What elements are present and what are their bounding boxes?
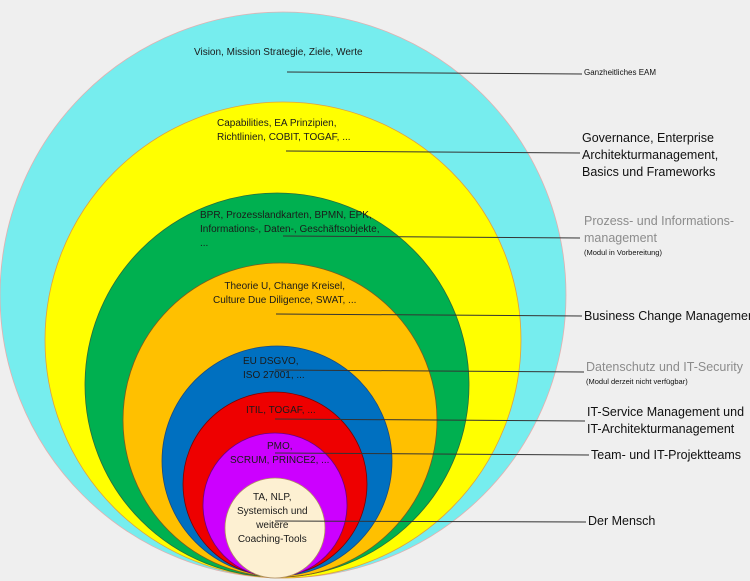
label-itsm: IT-Service Management und IT-Architektur…: [587, 404, 744, 438]
label-prozess-note: (Modul in Vorbereitung): [584, 248, 662, 257]
ring-text-mensch: TA, NLP, Systemisch und weitere Coaching…: [237, 492, 308, 545]
label-change: Business Change Management: [584, 308, 750, 325]
label-datenschutz-note: (Modul derzeit nicht verfügbar): [586, 377, 688, 386]
label-team: Team- und IT-Projektteams: [591, 447, 741, 464]
ring-text-team: PMO, SCRUM, PRINCE2, ...: [230, 441, 330, 466]
label-mensch: Der Mensch: [588, 513, 655, 530]
ring-text-datenschutz: EU DSGVO, ISO 27001, ...: [243, 356, 305, 381]
label-change-text: Business Change Management: [584, 309, 750, 323]
label-prozess: Prozess- und Informations- management (Mo…: [584, 213, 734, 258]
leader-line-datenschutz: [274, 369, 585, 373]
label-datenschutz-text: Datenschutz und IT-Security: [586, 360, 744, 374]
leader-line-itsm: [274, 418, 586, 422]
ring-text-eam: Vision, Mission Strategie, Ziele, Werte: [194, 47, 363, 58]
ring-text-itsm: ITIL, TOGAF, ...: [246, 405, 316, 416]
label-eam: Ganzheitliches EAM: [584, 68, 656, 77]
leader-line-prozess: [282, 235, 581, 239]
label-datenschutz: Datenschutz und IT-Security (Modul derzei…: [586, 359, 743, 387]
leader-line-governance: [285, 150, 581, 154]
leader-line-team: [274, 452, 590, 456]
label-governance: Governance, Enterprise Architekturmanage…: [582, 130, 718, 181]
ring-text-governance: Capabilities, EA Prinzipien, Richtlinien…: [217, 118, 351, 143]
ring-text-prozess: BPR, Prozesslandkarten, BPMN, EPK, Infor…: [200, 210, 380, 249]
ring-mensch: [224, 477, 326, 579]
leader-line-change: [275, 313, 583, 317]
label-eam-text: Ganzheitliches EAM: [584, 68, 657, 77]
leader-line-eam: [286, 71, 583, 75]
ring-text-change: Theorie U, Change Kreisel, Culture Due D…: [213, 281, 357, 306]
label-prozess-text: Prozess- und Informations- management: [584, 214, 735, 245]
label-governance-text: Governance, Enterprise Architekturmanage…: [582, 131, 719, 179]
leader-line-mensch: [274, 520, 587, 523]
label-team-text: Team- und IT-Projektteams: [591, 448, 742, 462]
label-mensch-text: Der Mensch: [588, 514, 656, 528]
label-itsm-text: IT-Service Management und IT-Architektur…: [587, 405, 745, 436]
